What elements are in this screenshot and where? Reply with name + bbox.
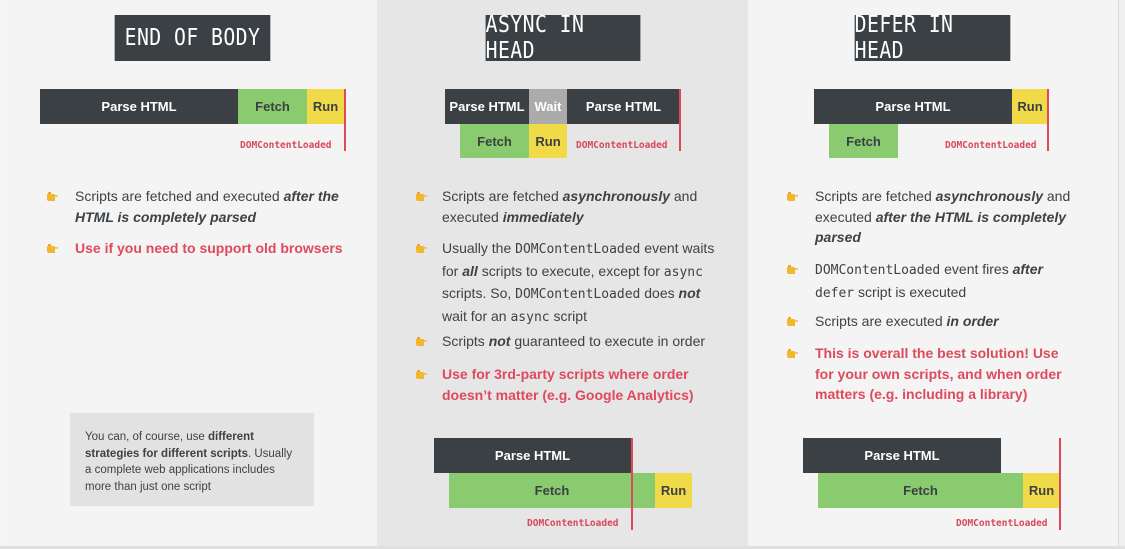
fetch-block: Fetch: [238, 89, 307, 124]
bullet-text: Scripts are fetched and executed after t…: [75, 188, 339, 225]
bullet-text-highlight: Use for 3rd-party scripts where order do…: [442, 366, 694, 403]
domcontentloaded-label: DOMContentLoaded: [240, 140, 332, 151]
wait-block: Wait: [529, 89, 567, 124]
column-title: END OF BODY: [114, 15, 271, 61]
pointing-hand-icon: [416, 192, 427, 201]
frame-edge: [1118, 0, 1125, 549]
parse-html-block: Parse HTML: [40, 89, 238, 124]
domcontentloaded-marker: [344, 89, 346, 151]
pointing-hand-icon: [787, 349, 798, 358]
bullet-text: Scripts are fetched asynchronously and e…: [442, 188, 698, 225]
column-title: DEFER IN HEAD: [854, 12, 1011, 64]
domcontentloaded-marker: [1047, 89, 1049, 151]
domcontentloaded-marker: [679, 89, 681, 151]
fetch-block: Fetch: [449, 473, 655, 508]
fetch-block: Fetch: [818, 473, 1023, 508]
run-block: Run: [1012, 89, 1048, 124]
parse-html-block: Parse HTML: [567, 89, 680, 124]
run-block: Run: [529, 124, 567, 158]
run-block: Run: [307, 89, 344, 124]
bullet-text: Scripts are executed in order: [815, 313, 999, 329]
domcontentloaded-label: DOMContentLoaded: [576, 140, 668, 151]
fetch-block: Fetch: [460, 124, 529, 158]
pointing-hand-icon: [787, 192, 798, 201]
pointing-hand-icon: [787, 317, 798, 326]
bullet-text: Scripts not guaranteed to execute in ord…: [442, 333, 706, 349]
parse-html-block: Parse HTML: [434, 438, 631, 473]
info-note: You can, of course, use different strate…: [70, 413, 314, 506]
bullet-text-highlight: Use if you need to support old browsers: [75, 240, 343, 256]
pointing-hand-icon: [416, 244, 427, 253]
parse-html-block: Parse HTML: [445, 89, 529, 124]
pointing-hand-icon: [416, 370, 427, 379]
pointing-hand-icon: [47, 192, 58, 201]
parse-html-block: Parse HTML: [814, 89, 1012, 124]
pointing-hand-icon: [47, 244, 58, 253]
domcontentloaded-label: DOMContentLoaded: [527, 518, 619, 529]
run-block: Run: [655, 473, 692, 508]
bullet-text: Usually the DOMContentLoaded event waits…: [442, 240, 715, 325]
fetch-block: Fetch: [829, 124, 898, 158]
pointing-hand-icon: [787, 265, 798, 274]
run-block: Run: [1023, 473, 1060, 508]
domcontentloaded-label: DOMContentLoaded: [956, 518, 1048, 529]
column-title: ASYNC IN HEAD: [485, 12, 641, 64]
parse-html-block: Parse HTML: [803, 438, 1001, 473]
domcontentloaded-marker: [631, 438, 633, 530]
bullet-text-highlight: This is overall the best solution! Use f…: [815, 345, 1062, 402]
domcontentloaded-label: DOMContentLoaded: [945, 140, 1037, 151]
domcontentloaded-marker: [1059, 438, 1061, 530]
bullet-text: Scripts are fetched asynchronously and e…: [815, 188, 1071, 245]
frame-bottom-edge: [0, 546, 1125, 549]
pointing-hand-icon: [416, 337, 427, 346]
